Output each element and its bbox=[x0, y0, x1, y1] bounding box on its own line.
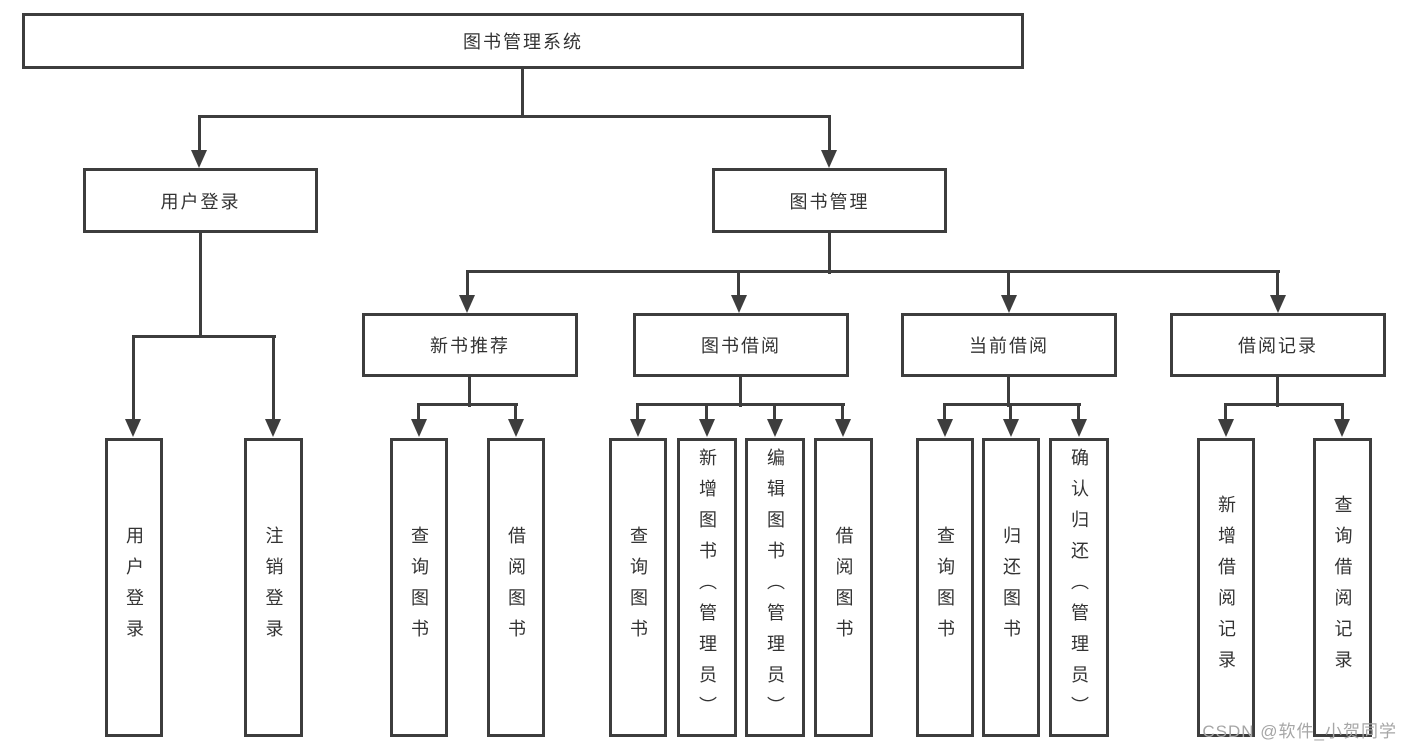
arrow-down-icon bbox=[459, 295, 475, 313]
node-current-borrowing: 当前借阅 bbox=[901, 313, 1117, 377]
connector-line bbox=[636, 403, 845, 406]
node-label: 查询图书 bbox=[628, 525, 648, 650]
node-label: 编辑图书（管理员） bbox=[765, 448, 785, 727]
connector-line bbox=[705, 403, 708, 423]
node-label: 查询图书 bbox=[409, 525, 429, 650]
connector-line bbox=[514, 403, 517, 423]
connector-line bbox=[1341, 403, 1344, 423]
leaf-query-books-borrowing: 查询图书 bbox=[609, 438, 667, 737]
arrow-down-icon bbox=[1270, 295, 1286, 313]
arrow-down-icon bbox=[1071, 419, 1087, 437]
connector-line bbox=[841, 403, 844, 423]
leaf-logout: 注销登录 bbox=[244, 438, 303, 737]
connector-line bbox=[828, 115, 831, 155]
connector-line bbox=[466, 270, 469, 298]
arrow-down-icon bbox=[1334, 419, 1350, 437]
node-book-management: 图书管理 bbox=[712, 168, 947, 233]
connector-line bbox=[636, 403, 639, 423]
arrow-down-icon bbox=[767, 419, 783, 437]
arrow-down-icon bbox=[508, 419, 524, 437]
node-user-login: 用户登录 bbox=[83, 168, 318, 233]
arrow-down-icon bbox=[191, 150, 207, 168]
leaf-user-login: 用户登录 bbox=[105, 438, 163, 737]
connector-line bbox=[943, 403, 1081, 406]
leaf-borrow-books-recommendation: 借阅图书 bbox=[487, 438, 545, 737]
connector-line bbox=[1077, 403, 1080, 423]
node-label: 图书管理系统 bbox=[463, 32, 583, 52]
node-new-book-recommendation: 新书推荐 bbox=[362, 313, 578, 377]
node-label: 用户登录 bbox=[124, 525, 144, 650]
leaf-confirm-return-admin: 确认归还（管理员） bbox=[1049, 438, 1109, 737]
arrow-down-icon bbox=[1003, 419, 1019, 437]
connector-line bbox=[417, 403, 518, 406]
watermark: CSDN @软件_小贺同学 bbox=[1202, 722, 1397, 741]
node-label: 图书管理 bbox=[789, 191, 870, 212]
connector-line bbox=[272, 335, 275, 425]
node-label: 借阅图书 bbox=[833, 525, 854, 650]
leaf-add-borrowing-record: 新增借阅记录 bbox=[1197, 438, 1255, 737]
connector-line bbox=[521, 68, 524, 118]
connector-line bbox=[198, 115, 831, 118]
node-label: 借阅图书 bbox=[506, 525, 526, 650]
connector-line bbox=[773, 403, 776, 423]
arrow-down-icon bbox=[699, 419, 715, 437]
node-label: 新书推荐 bbox=[430, 336, 510, 356]
arrow-down-icon bbox=[821, 150, 837, 168]
connector-line bbox=[1009, 403, 1012, 423]
leaf-edit-books-admin: 编辑图书（管理员） bbox=[745, 438, 805, 737]
node-label: 查询图书 bbox=[935, 525, 955, 650]
connector-line bbox=[1276, 270, 1279, 298]
node-label: 新增借阅记录 bbox=[1216, 494, 1236, 681]
arrow-down-icon bbox=[630, 419, 646, 437]
connector-line bbox=[466, 270, 1280, 273]
connector-line bbox=[1224, 403, 1344, 406]
connector-line bbox=[1224, 403, 1227, 423]
leaf-borrow-books-borrowing: 借阅图书 bbox=[814, 438, 873, 737]
node-label: 新增图书（管理员） bbox=[697, 448, 717, 727]
node-label: 确认归还（管理员） bbox=[1069, 448, 1089, 727]
node-label: 当前借阅 bbox=[969, 336, 1049, 356]
connector-line bbox=[1007, 270, 1010, 298]
leaf-query-books-recommendation: 查询图书 bbox=[390, 438, 448, 737]
node-label: 注销登录 bbox=[263, 525, 284, 650]
connector-line bbox=[132, 335, 276, 338]
connector-line bbox=[943, 403, 946, 423]
connector-line bbox=[1007, 377, 1010, 407]
connector-line bbox=[737, 270, 740, 298]
connector-line bbox=[132, 335, 135, 425]
connector-line bbox=[739, 377, 742, 407]
arrow-down-icon bbox=[1001, 295, 1017, 313]
arrow-down-icon bbox=[125, 419, 141, 437]
node-book-borrowing: 图书借阅 bbox=[633, 313, 849, 377]
arrow-down-icon bbox=[265, 419, 281, 437]
node-label: 用户登录 bbox=[160, 191, 241, 212]
connector-line bbox=[828, 233, 831, 274]
connector-line bbox=[468, 377, 471, 407]
arrow-down-icon bbox=[937, 419, 953, 437]
node-label: 图书借阅 bbox=[701, 336, 781, 356]
connector-line bbox=[417, 403, 420, 423]
arrow-down-icon bbox=[411, 419, 427, 437]
connector-line bbox=[1276, 377, 1279, 407]
arrow-down-icon bbox=[1218, 419, 1234, 437]
connector-line bbox=[198, 115, 201, 155]
node-borrowing-records: 借阅记录 bbox=[1170, 313, 1386, 377]
node-library-management-system: 图书管理系统 bbox=[22, 13, 1024, 69]
node-label: 查询借阅记录 bbox=[1332, 494, 1353, 681]
connector-line bbox=[199, 232, 202, 338]
leaf-query-books-current: 查询图书 bbox=[916, 438, 974, 737]
node-label: 借阅记录 bbox=[1238, 336, 1318, 356]
leaf-query-borrowing-record: 查询借阅记录 bbox=[1313, 438, 1372, 737]
leaf-return-books: 归还图书 bbox=[982, 438, 1040, 737]
leaf-add-books-admin: 新增图书（管理员） bbox=[677, 438, 737, 737]
node-label: 归还图书 bbox=[1001, 525, 1021, 650]
arrow-down-icon bbox=[731, 295, 747, 313]
arrow-down-icon bbox=[835, 419, 851, 437]
